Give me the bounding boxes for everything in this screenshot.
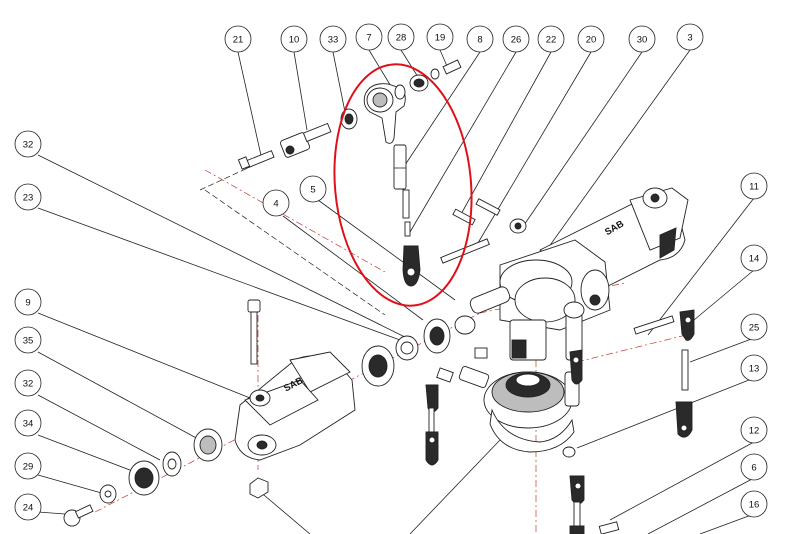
svg-text:3: 3: [687, 33, 692, 44]
svg-text:7: 7: [366, 33, 371, 44]
callout-4: 4: [262, 189, 290, 217]
svg-text:22: 22: [546, 35, 557, 46]
callout-26: 26: [502, 25, 530, 53]
callout-16: 16: [740, 490, 768, 518]
svg-text:24: 24: [23, 503, 34, 514]
callout-35: 35: [14, 326, 42, 354]
svg-text:14: 14: [749, 254, 760, 265]
pivot-10: [280, 122, 332, 158]
ball-end-5: [402, 245, 421, 287]
svg-text:10: 10: [289, 35, 300, 46]
bearing-28: [409, 74, 429, 92]
svg-text:16: 16: [749, 500, 760, 511]
callout-21: 21: [224, 25, 252, 53]
lower-ball-links: [425, 349, 620, 534]
callout-30: 30: [628, 25, 656, 53]
swashplate: [436, 347, 580, 453]
callout-3: 3: [676, 23, 704, 51]
callout-28: 28: [387, 23, 415, 51]
svg-text:20: 20: [586, 35, 597, 46]
callout-5: 5: [299, 175, 327, 203]
svg-text:32: 32: [23, 379, 34, 390]
callout-13: 13: [740, 354, 768, 382]
callouts: 21 10 33 7 28 19 8 26 22 20 30 3 32 23 5…: [14, 23, 768, 521]
svg-text:5: 5: [310, 185, 315, 196]
callout-22: 22: [537, 25, 565, 53]
rod-8: [393, 144, 410, 219]
svg-text:23: 23: [23, 193, 34, 204]
highlight-ellipse: [333, 63, 473, 307]
svg-text:35: 35: [23, 336, 34, 347]
callout-8: 8: [466, 25, 494, 53]
callout-24: 24: [14, 493, 42, 521]
svg-text:32: 32: [23, 140, 34, 151]
svg-text:13: 13: [749, 364, 760, 375]
callout-6: 6: [740, 453, 768, 481]
callout-32-upper: 32: [14, 130, 42, 158]
left-grip-assembly: SAB: [63, 299, 451, 527]
callout-32-lower: 32: [14, 369, 42, 397]
svg-text:11: 11: [749, 182, 759, 193]
screw-19: [442, 59, 462, 75]
callout-11: 11: [740, 172, 768, 200]
callout-23: 23: [14, 183, 42, 211]
callout-29: 29: [14, 452, 42, 480]
svg-text:9: 9: [25, 298, 30, 309]
svg-text:25: 25: [749, 323, 760, 334]
ball-link-7: [363, 83, 406, 144]
callout-20: 20: [577, 25, 605, 53]
callout-14: 14: [740, 244, 768, 272]
svg-text:33: 33: [328, 35, 339, 46]
screws-22: [452, 198, 501, 226]
upper-linkage: [237, 59, 527, 287]
svg-text:34: 34: [23, 419, 34, 430]
svg-text:6: 6: [751, 463, 756, 474]
svg-text:21: 21: [233, 35, 244, 46]
right-link-parts: [633, 309, 695, 438]
svg-text:29: 29: [23, 462, 34, 473]
svg-text:30: 30: [637, 35, 648, 46]
callout-33: 33: [319, 25, 347, 53]
callout-7: 7: [355, 23, 383, 51]
main-hub-3: SAB: [454, 187, 689, 361]
svg-text:12: 12: [749, 426, 760, 437]
callout-9: 9: [14, 288, 42, 316]
callout-25: 25: [740, 313, 768, 341]
svg-text:28: 28: [396, 33, 407, 44]
callout-12: 12: [740, 416, 768, 444]
svg-text:26: 26: [511, 35, 522, 46]
leader-lines: [37, 49, 755, 534]
callout-19: 19: [426, 23, 454, 51]
callout-34: 34: [14, 409, 42, 437]
screw-24: [63, 504, 94, 527]
svg-text:4: 4: [273, 199, 278, 210]
svg-text:8: 8: [477, 35, 482, 46]
nut-30: [509, 218, 527, 234]
callout-10: 10: [280, 25, 308, 53]
screw-21: [237, 150, 275, 170]
svg-text:19: 19: [435, 33, 446, 44]
assembly-axes: [94, 159, 691, 534]
